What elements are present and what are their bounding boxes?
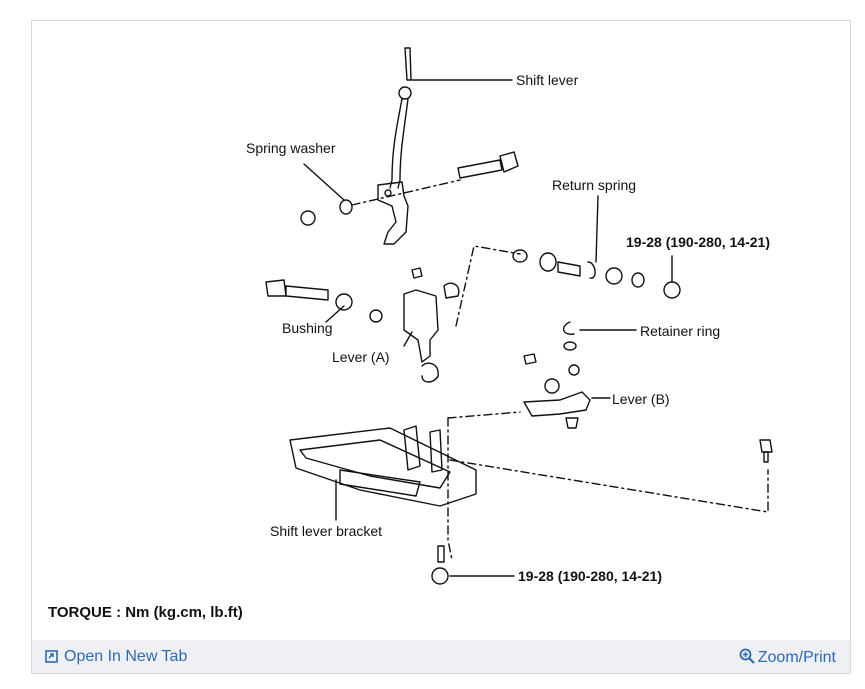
zoom-in-icon [739, 648, 755, 664]
shift-lever-part [377, 47, 412, 245]
label-shift-lever-bracket: Shift lever bracket [270, 523, 382, 539]
lever-b-part [523, 378, 591, 429]
diagram-card [31, 20, 851, 674]
bolt-mid-part [265, 279, 329, 301]
nut-left-part [300, 210, 316, 226]
label-spring-washer: Spring washer [246, 140, 336, 156]
open-in-new-tab-label: Open In New Tab [64, 648, 188, 665]
label-lever-b: Lever (B) [612, 391, 670, 407]
open-in-new-tab-icon [45, 650, 58, 663]
label-retainer-ring: Retainer ring [640, 323, 720, 339]
torque-note: TORQUE : Nm (kg.cm, lb.ft) [48, 604, 243, 621]
shift-lever-bracket-part [289, 425, 477, 507]
bolt-right-part [759, 439, 773, 463]
open-in-new-tab-link[interactable]: Open In New Tab [45, 648, 187, 666]
nut-bottom-part [431, 567, 449, 585]
bushing-part [335, 293, 353, 311]
label-lever-a: Lever (A) [332, 349, 390, 365]
retainer-ring-part [563, 321, 575, 335]
label-torque-top: 19-28 (190-280, 14-21) [626, 234, 770, 250]
zoom-print-label: Zoom/Print [757, 649, 836, 666]
lever-a-part [403, 267, 460, 383]
label-return-spring: Return spring [552, 177, 636, 193]
bolt-top-part [457, 151, 519, 179]
label-bushing: Bushing [282, 320, 333, 336]
spring-washer-part [339, 199, 353, 215]
label-shift-lever: Shift lever [516, 72, 579, 88]
label-torque-bottom: 19-28 (190-280, 14-21) [518, 568, 662, 584]
shift-lever-exploded-diagram: Shift lever Spring washer Return spring … [246, 47, 773, 585]
zoom-print-link[interactable]: Zoom/Print [739, 648, 836, 667]
image-footer-bar: Open In New Tab Zoom/Print [32, 640, 850, 673]
